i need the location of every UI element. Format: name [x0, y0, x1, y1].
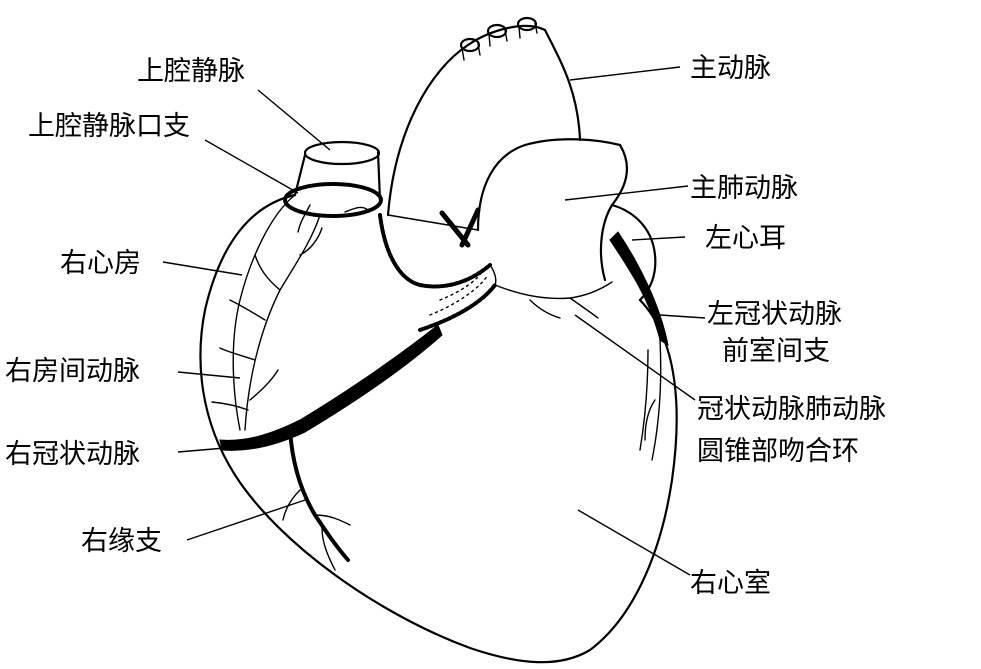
leader-lad — [659, 314, 706, 319]
right-coronary-artery — [219, 324, 443, 451]
arch-branch-stems — [461, 22, 538, 61]
arch-branch-3 — [516, 16, 538, 32]
label-right-atrium: 右心房 — [60, 248, 141, 279]
label-right-marginal-branch: 右缘支 — [81, 526, 162, 557]
label-lad-line2: 前室间支 — [722, 336, 830, 367]
heart-outline — [199, 193, 678, 664]
right-marginal-branch — [288, 428, 350, 562]
conus-ring-dots — [429, 271, 489, 316]
conus-ring-lower — [418, 283, 497, 332]
label-aorta: 主动脉 — [690, 53, 771, 84]
label-superior-vena-cava: 上腔静脉 — [137, 56, 245, 87]
conus-branches — [494, 281, 613, 319]
label-interatrial-artery: 右房间动脉 — [5, 356, 140, 387]
label-lad-line1: 左冠状动脉 — [707, 299, 842, 330]
arch-branch-1 — [459, 37, 481, 53]
leader-rca — [177, 447, 226, 453]
leader-marginal — [186, 499, 306, 541]
aortic-root-line — [387, 214, 479, 231]
lad-continuation — [639, 339, 662, 461]
lad-artery — [609, 231, 669, 347]
leader-pulmonary — [564, 185, 689, 201]
conus-ring-upper — [378, 213, 492, 289]
label-left-auricle: 左心耳 — [705, 223, 786, 254]
svc-branch-twigs — [297, 204, 369, 233]
label-pulmonary-trunk: 主肺动脉 — [690, 173, 798, 204]
leader-left-auricle — [631, 236, 686, 241]
right-marginal-twigs — [282, 489, 351, 571]
conus-ring-connector — [489, 264, 497, 286]
label-right-coronary-artery: 右冠状动脉 — [5, 439, 140, 470]
label-svc-ostium-branch: 上腔静脉口支 — [28, 111, 190, 142]
leader-right-ventricle — [577, 509, 691, 576]
leader-svc-ostium — [204, 139, 299, 194]
leader-aorta — [569, 66, 681, 81]
right-atrium-border — [232, 194, 296, 431]
svc-top-rim — [303, 140, 381, 166]
label-conus-line1: 冠状动脉肺动脉 — [697, 394, 886, 425]
leader-conus — [574, 314, 696, 401]
svc-ostium-ring — [283, 182, 383, 218]
right-atrial-branches — [211, 214, 323, 431]
label-right-ventricle: 右心室 — [690, 568, 771, 599]
leader-svc — [257, 89, 331, 151]
arch-branch-2 — [486, 23, 508, 39]
leader-right-atrium — [162, 261, 243, 276]
label-conus-line2: 圆锥部吻合环 — [697, 436, 859, 467]
leader-interatrial — [177, 371, 241, 379]
aorta-outline — [386, 28, 582, 217]
svc-tube — [293, 150, 382, 202]
pulmonary-trunk-outline — [476, 138, 628, 282]
left-coronary-stem — [439, 207, 481, 248]
